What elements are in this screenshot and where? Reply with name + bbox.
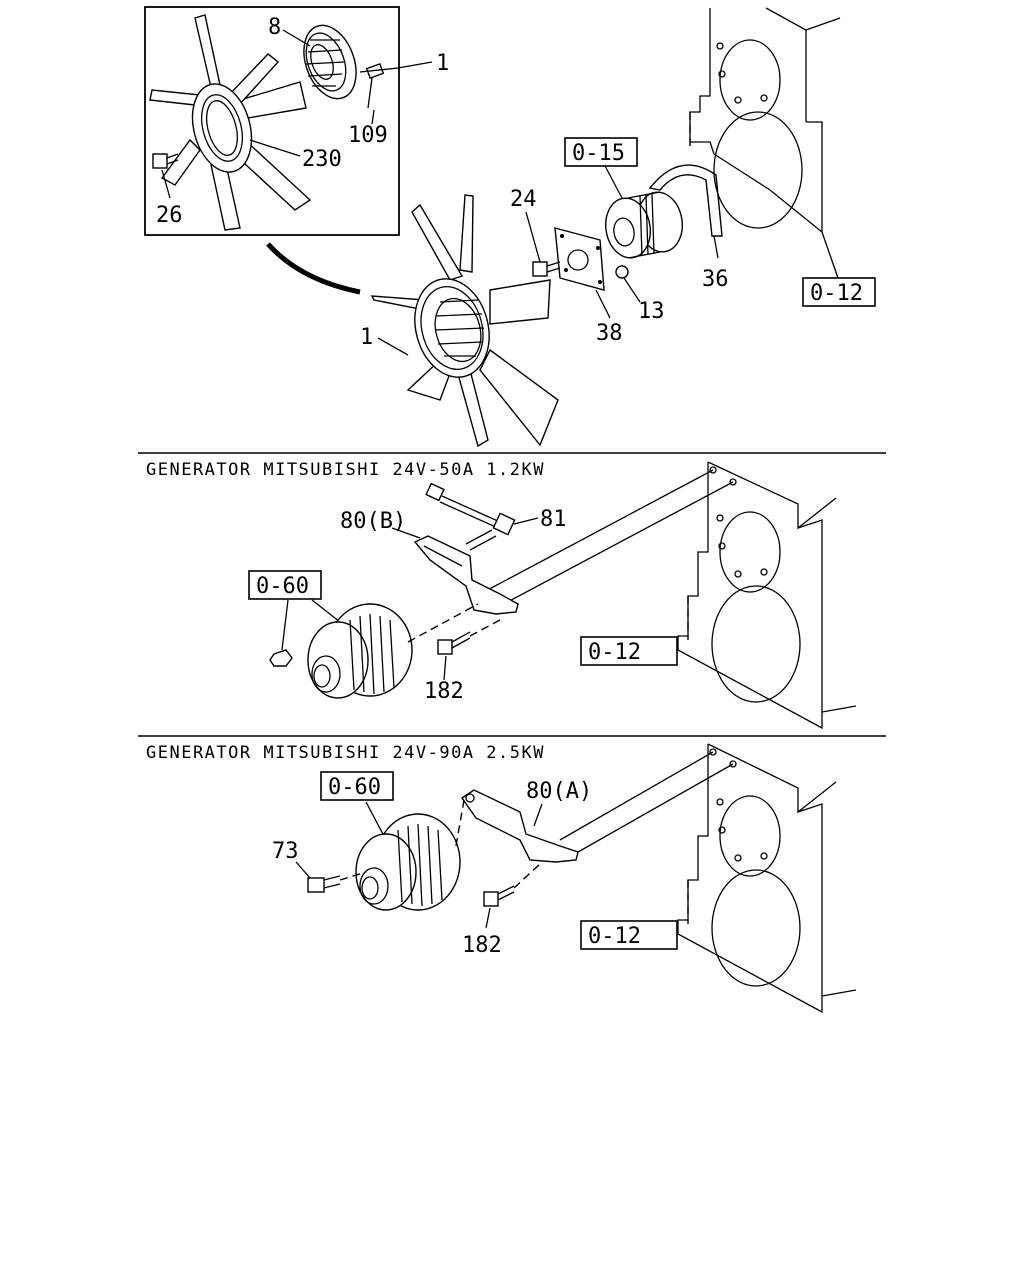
inset-fan-icon bbox=[149, 14, 312, 231]
generator-1-section: GENERATOR MITSUBISHI 24V-50A 1.2KW 80(B) bbox=[146, 460, 857, 730]
bolt-182-icon bbox=[483, 885, 515, 907]
guard-36-icon bbox=[648, 164, 723, 237]
callout-1-inset: 1 bbox=[436, 51, 449, 76]
nut-icon bbox=[269, 649, 293, 667]
ref-0-12-gen2[interactable]: 0-12 bbox=[588, 924, 641, 949]
ref-box-0-15 bbox=[564, 137, 638, 167]
alternator-icon bbox=[355, 813, 461, 911]
callout-109: 109 bbox=[348, 123, 388, 148]
ref-box-0-12-gen2 bbox=[580, 920, 678, 950]
bolt-182-icon bbox=[437, 631, 471, 655]
callout-182-gen2: 182 bbox=[462, 933, 502, 958]
ref-box-0-60-gen2 bbox=[320, 771, 394, 801]
ref-box-0-60-gen1 bbox=[248, 570, 322, 600]
callout-36: 36 bbox=[702, 267, 729, 292]
callout-80b: 80(B) bbox=[340, 509, 406, 534]
bolt-26-icon bbox=[152, 153, 179, 169]
ref-0-60-gen1[interactable]: 0-60 bbox=[256, 574, 309, 599]
engine-block-icon bbox=[689, 7, 841, 234]
bolt-24-icon bbox=[532, 261, 561, 277]
fan-icon bbox=[370, 194, 559, 448]
ref-box-0-12-top bbox=[802, 277, 876, 307]
nut-13-icon bbox=[615, 265, 629, 279]
generator-2-section: GENERATOR MITSUBISHI 24V-90A 2.5KW 80(A) bbox=[146, 743, 857, 1014]
callout-1-fan: 1 bbox=[360, 325, 373, 350]
bolt-81-icon bbox=[425, 482, 516, 551]
generator-2-title: GENERATOR MITSUBISHI 24V-90A 2.5KW bbox=[146, 743, 545, 763]
callout-26: 26 bbox=[156, 203, 183, 228]
ref-0-12-gen1[interactable]: 0-12 bbox=[588, 640, 641, 665]
plate-38-icon bbox=[554, 227, 605, 291]
generator-1-title: GENERATOR MITSUBISHI 24V-50A 1.2KW bbox=[146, 460, 545, 480]
callout-24: 24 bbox=[510, 187, 537, 212]
fan-clutch-icon bbox=[303, 24, 357, 100]
ref-0-12-top[interactable]: 0-12 bbox=[810, 281, 863, 306]
engine-block-icon bbox=[677, 461, 857, 730]
callout-81: 81 bbox=[540, 507, 567, 532]
engine-block-icon bbox=[677, 743, 857, 1014]
bracket-80a-icon bbox=[461, 789, 579, 863]
callout-38: 38 bbox=[596, 321, 623, 346]
bracket-80b-icon bbox=[413, 535, 519, 615]
callout-182-gen1: 182 bbox=[424, 679, 464, 704]
callout-80a: 80(A) bbox=[526, 779, 592, 804]
ref-0-15[interactable]: 0-15 bbox=[572, 141, 625, 166]
callout-13: 13 bbox=[638, 299, 665, 324]
callout-8: 8 bbox=[268, 15, 281, 40]
callout-73: 73 bbox=[272, 839, 299, 864]
callout-230: 230 bbox=[302, 147, 342, 172]
pulley-icon bbox=[605, 191, 683, 259]
bolt-73-icon bbox=[307, 875, 341, 893]
ref-0-60-gen2[interactable]: 0-60 bbox=[328, 775, 381, 800]
fan-section: 8 1 109 230 26 1 bbox=[144, 6, 876, 448]
ref-box-0-12-gen1 bbox=[580, 636, 678, 666]
alternator-icon bbox=[307, 603, 413, 699]
inset-arrow bbox=[266, 242, 361, 295]
inset-frame bbox=[144, 6, 400, 236]
